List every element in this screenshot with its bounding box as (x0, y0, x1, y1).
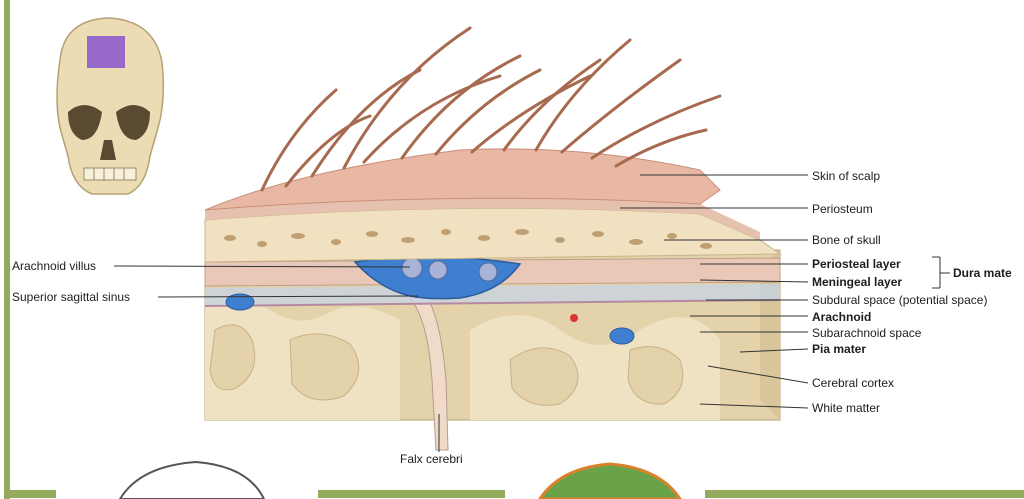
label-subdural-space: Subdural space (potential space) (812, 293, 987, 307)
label-pia-mater: Pia mater (812, 342, 866, 356)
arachnoid-villus-shape (402, 258, 422, 278)
label-dura-mater: Dura mate (953, 266, 1012, 280)
label-white-matter: White matter (812, 401, 880, 415)
skull-bone-layer (205, 208, 780, 262)
label-arachnoid: Arachnoid (812, 310, 871, 324)
brain-thumbnail-left (120, 462, 264, 499)
label-subarachnoid-space: Subarachnoid space (812, 326, 921, 340)
label-periosteal-layer: Periosteal layer (812, 257, 901, 271)
label-cerebral-cortex: Cerebral cortex (812, 376, 894, 390)
label-arachnoid-villus: Arachnoid villus (12, 259, 96, 273)
label-falx-cerebri: Falx cerebri (400, 452, 463, 466)
label-skin-of-scalp: Skin of scalp (812, 169, 880, 183)
label-meningeal-layer: Meningeal layer (812, 275, 902, 289)
region-highlight (87, 36, 125, 68)
label-superior-sagittal-sinus: Superior sagittal sinus (12, 290, 130, 304)
skull-thumbnail (57, 18, 163, 194)
label-periosteum: Periosteum (812, 202, 873, 216)
label-bone-of-skull: Bone of skull (812, 233, 881, 247)
